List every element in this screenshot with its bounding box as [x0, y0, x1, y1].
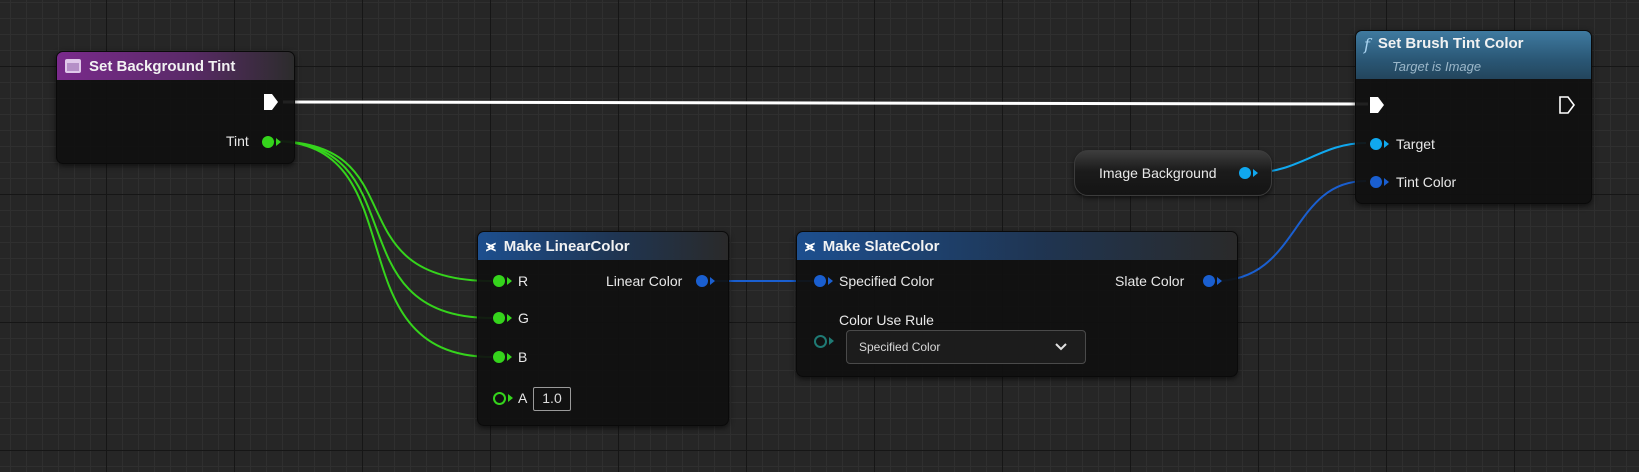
function-icon: f [1364, 35, 1370, 54]
chevron-down-icon [1055, 343, 1067, 351]
exec-out-pin[interactable] [1559, 96, 1575, 114]
slate-color-output-pin[interactable] [1203, 275, 1215, 287]
pin-arrow-icon [1384, 178, 1396, 186]
set-brush-tint-color-node[interactable]: f Set Brush Tint Color Target is Image T… [1355, 30, 1592, 204]
a-pin-label: A [518, 390, 528, 406]
g-input-pin[interactable] [493, 312, 505, 324]
color-use-rule-label: Color Use Rule [839, 312, 934, 328]
node-header: ⪤ Make SlateColor [797, 232, 1237, 260]
specified-color-label: Specified Color [839, 273, 934, 289]
tint-color-input-pin[interactable] [1370, 176, 1382, 188]
pin-arrow-icon [828, 277, 840, 285]
linear-color-output-pin[interactable] [696, 275, 708, 287]
pin-arrow-icon [507, 353, 519, 361]
b-input-pin[interactable] [493, 351, 505, 363]
node-subtitle: Target is Image [1392, 59, 1482, 74]
exec-in-pin[interactable] [1369, 96, 1385, 114]
pin-arrow-icon [1217, 277, 1229, 285]
tint-to-r-wire [271, 140, 493, 282]
tint-output-pin[interactable] [262, 136, 274, 148]
set-background-tint-node[interactable]: Set Background Tint Tint [56, 51, 295, 164]
tint-pin-label: Tint [226, 133, 249, 149]
color-use-rule-dropdown[interactable]: Specified Color [846, 330, 1086, 364]
exec-out-pin[interactable] [263, 93, 279, 111]
tint-color-pin-label: Tint Color [1396, 174, 1457, 190]
exec-wire [282, 100, 1369, 106]
a-value-input[interactable]: 1.0 [533, 387, 571, 411]
pin-arrow-icon [710, 277, 722, 285]
specified-color-input-pin[interactable] [814, 275, 826, 287]
make-slate-color-node[interactable]: ⪤ Make SlateColor Specified Color Color … [796, 231, 1238, 377]
linear-color-output-label: Linear Color [606, 273, 683, 289]
color-use-rule-pin[interactable] [814, 335, 827, 348]
pin-arrow-icon [1384, 140, 1396, 148]
node-title: Set Brush Tint Color [1377, 35, 1524, 52]
pin-arrow-icon [276, 138, 288, 146]
slate-to-tint-wire [1214, 180, 1367, 282]
slate-color-output-label: Slate Color [1115, 273, 1185, 289]
r-pin-label: R [518, 273, 529, 289]
tint-to-g-wire [271, 140, 493, 319]
make-struct-icon: ⪤ [486, 237, 496, 255]
target-input-pin[interactable] [1370, 138, 1382, 150]
node-header: f Set Brush Tint Color [1356, 31, 1591, 79]
node-title: Set Background Tint [89, 57, 236, 75]
node-header: ⪤ Make LinearColor [478, 232, 728, 260]
make-linear-color-node[interactable]: ⪤ Make LinearColor R G B A 1.0 Linear Co… [477, 231, 729, 426]
tint-to-b-wire [271, 140, 493, 358]
dropdown-value: Specified Color [859, 340, 941, 354]
pin-arrow-icon [507, 277, 519, 285]
a-input-pin[interactable] [493, 392, 506, 405]
pin-arrow-icon [508, 394, 520, 402]
b-pin-label: B [518, 349, 528, 365]
pin-arrow-icon [1253, 169, 1265, 177]
pin-arrow-icon [829, 337, 841, 345]
image-background-output-pin[interactable] [1239, 167, 1251, 179]
node-title: Make LinearColor [503, 237, 630, 255]
g-pin-label: G [518, 310, 529, 326]
event-icon [65, 59, 81, 73]
make-struct-icon: ⪤ [805, 237, 815, 255]
node-title: Make SlateColor [822, 237, 940, 255]
r-input-pin[interactable] [493, 275, 505, 287]
target-pin-label: Target [1396, 136, 1435, 152]
image-background-label: Image Background [1099, 165, 1217, 181]
node-header: Set Background Tint [57, 52, 294, 80]
image-background-variable-node[interactable]: Image Background [1074, 150, 1272, 196]
pin-arrow-icon [507, 314, 519, 322]
